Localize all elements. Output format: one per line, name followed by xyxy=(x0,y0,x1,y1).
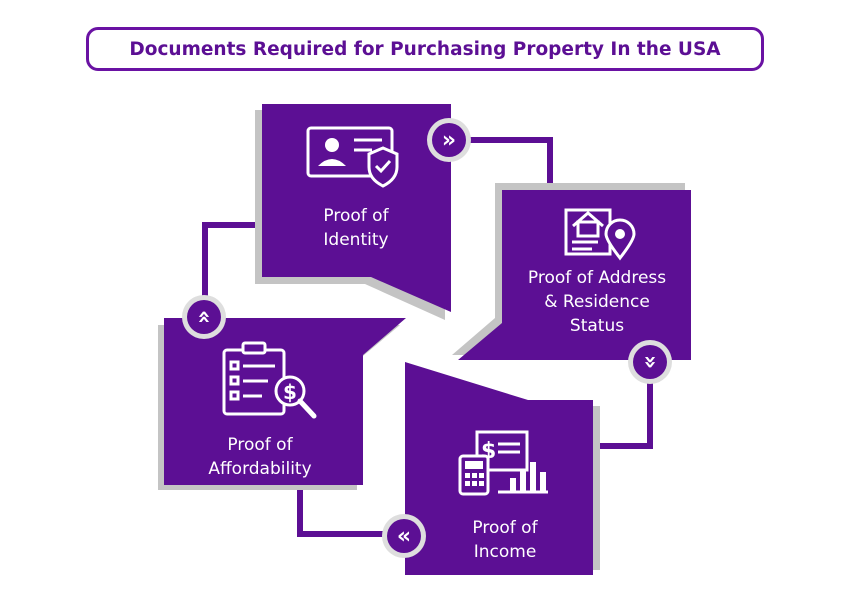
house-document-location-icon xyxy=(564,208,636,261)
step-label-line: & Residence xyxy=(544,292,650,312)
invoice-calculator-chart-icon: $ xyxy=(458,430,548,496)
id-card-shield-icon xyxy=(306,126,399,188)
svg-text:$: $ xyxy=(283,380,297,404)
badge-income-to-affordability: « xyxy=(382,514,426,558)
double-chevron-right-icon: » xyxy=(442,128,456,153)
badge-address-to-income: » xyxy=(628,340,672,384)
connector-income-affordability xyxy=(297,485,405,537)
double-chevron-down-icon: » xyxy=(638,355,663,369)
double-chevron-up-icon: » xyxy=(192,310,217,324)
step-label-identity: Proof of Identity xyxy=(286,204,426,252)
step-label-line: Identity xyxy=(323,230,389,250)
step-label-line: Proof of Address xyxy=(527,268,667,288)
step-label-line: Income xyxy=(473,542,537,562)
step-label-income: Proof of Income xyxy=(435,516,575,564)
page-title: Documents Required for Purchasing Proper… xyxy=(86,27,764,71)
step-label-affordability: Proof of Affordability xyxy=(180,433,340,481)
title-text: Documents Required for Purchasing Proper… xyxy=(129,38,721,60)
badge-identity-to-address: » xyxy=(427,118,471,162)
connector-identity-address xyxy=(450,137,553,190)
step-label-line: Affordability xyxy=(208,459,312,479)
step-label-address: Proof of Address & Residence Status xyxy=(502,266,692,338)
step-label-line: Proof of xyxy=(323,206,389,226)
step-label-line: Status xyxy=(569,316,625,336)
step-label-line: Proof of xyxy=(472,518,538,538)
connector-affordability-identity xyxy=(202,222,265,318)
step-label-line: Proof of xyxy=(227,435,293,455)
double-chevron-left-icon: « xyxy=(397,524,411,549)
badge-affordability-to-identity: » xyxy=(182,295,226,339)
clipboard-checklist-dollar-icon: $ xyxy=(222,341,317,419)
